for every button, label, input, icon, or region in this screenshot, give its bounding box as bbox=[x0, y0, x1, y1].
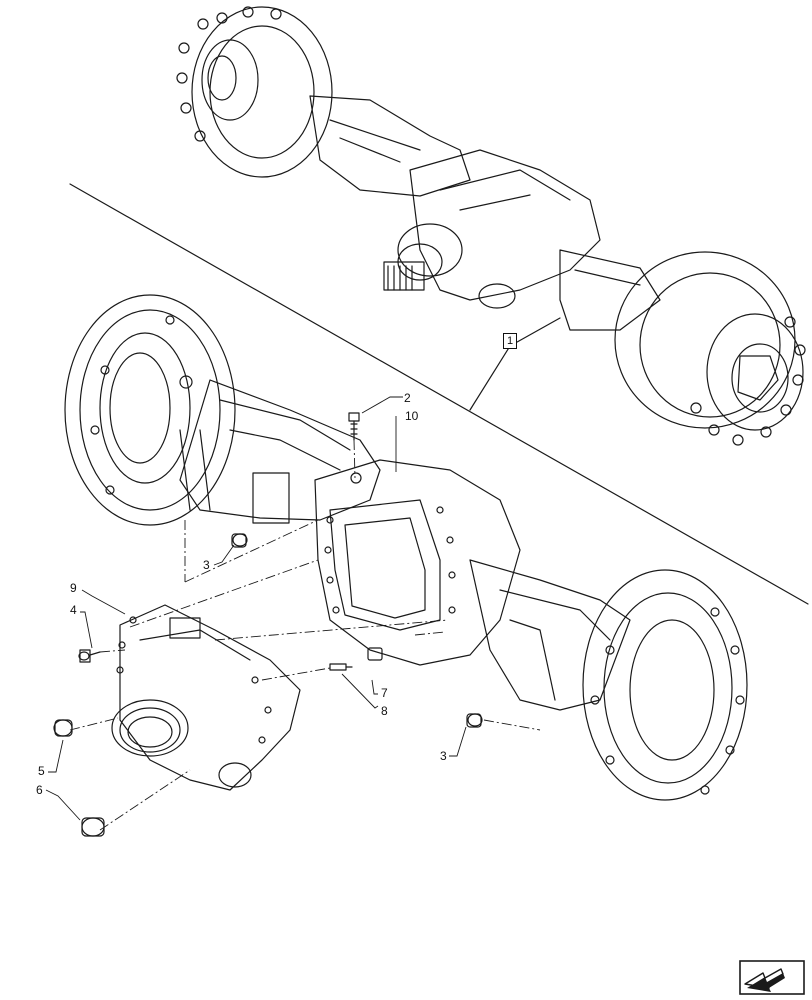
callout-7: 7 bbox=[381, 686, 388, 700]
callout-9: 9 bbox=[70, 581, 77, 595]
assembled-axle-illustration bbox=[176, 6, 806, 446]
axle-housing-illustration bbox=[64, 294, 748, 801]
page-navigation-arrow-icon[interactable] bbox=[739, 960, 805, 995]
callout-5: 5 bbox=[38, 764, 45, 778]
callout-leaders bbox=[45, 396, 467, 821]
differential-carrier-illustration bbox=[111, 604, 301, 791]
callout-3-left: 3 bbox=[203, 558, 210, 572]
section-divider-line bbox=[69, 183, 809, 605]
small-parts bbox=[53, 412, 483, 837]
callout-10: 10 bbox=[405, 409, 419, 423]
callout-3-right: 3 bbox=[440, 749, 447, 763]
callout-1-leader bbox=[469, 345, 511, 411]
callout-1: 1 bbox=[503, 333, 517, 349]
callout-4: 4 bbox=[70, 603, 77, 617]
callout-8: 8 bbox=[381, 704, 388, 718]
callout-6: 6 bbox=[36, 783, 43, 797]
callout-2: 2 bbox=[404, 391, 411, 405]
alignment-lines bbox=[69, 439, 541, 831]
